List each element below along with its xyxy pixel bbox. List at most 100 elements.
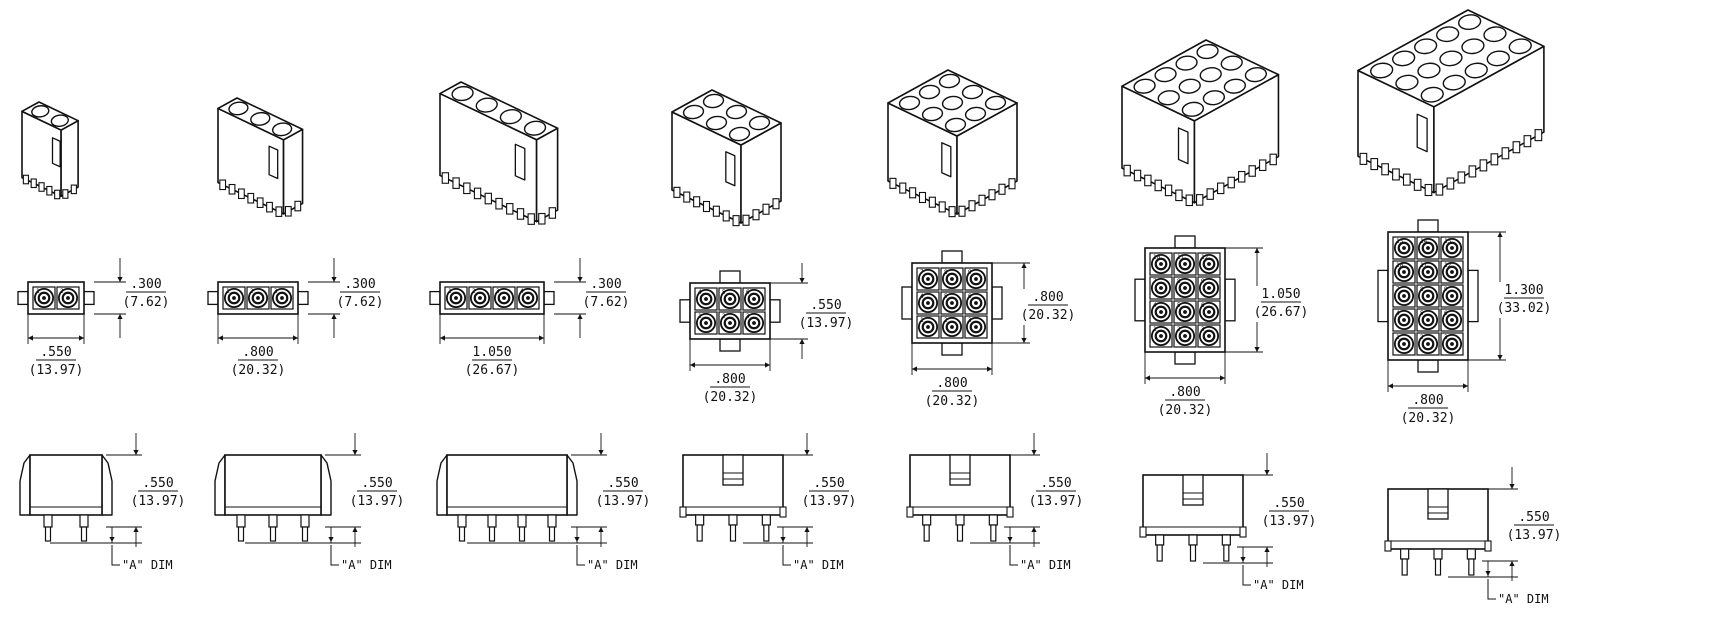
pin-number: 14 [1420,238,1428,245]
standoff-peg [712,205,720,217]
terminal-center [1402,246,1406,250]
dimension-value-inch: .550 [1040,476,1071,491]
dimension-value-mm: (7.62) [123,295,170,310]
pin-number: 3 [274,288,278,295]
side-ear [207,290,219,306]
dimension-arrowhead [1388,383,1393,389]
pin-shoulder [1433,548,1443,560]
standoff-peg [1392,168,1400,181]
pin-number: 11 [1177,254,1185,261]
terminal-center [926,325,930,329]
side-ear [1467,269,1479,323]
pin-number: 5 [1177,302,1181,309]
pin-number: 4 [698,289,702,296]
dimension-arrowhead [133,527,139,532]
standoff-peg [1523,135,1532,148]
latch-side-left [436,454,448,516]
dimension-value-mm: (13.97) [799,316,854,331]
terminal-center [1183,334,1187,338]
cavity [1199,67,1222,83]
standoff-peg [1139,526,1147,538]
standoff-peg [463,182,471,195]
standoff-peg [722,210,730,222]
dimension-arrowhead [1031,527,1037,532]
solder-tail [269,526,277,542]
standoff-peg [38,182,45,192]
cavity [725,104,748,120]
pin-number: 3 [1444,334,1448,341]
side-ear [1377,269,1389,323]
cavity [705,115,728,131]
standoff-peg [1370,158,1379,171]
pin-shoulder [43,514,53,528]
solder-tail [1401,558,1408,576]
side-view-c6: .550(13.97)"A" DIM [679,433,856,572]
a-dim-leader [1487,579,1496,600]
pin-shoulder [457,514,467,528]
terminal-center [974,325,978,329]
standoff-peg [1479,159,1488,172]
dimension-arrowhead [1497,232,1503,237]
dimension-value-inch: .550 [607,476,638,491]
standoff-peg [1457,171,1466,184]
a-dim-label: "A" DIM [1020,558,1071,572]
standoff-peg [256,197,264,209]
cavity [1486,50,1510,67]
terminal-center [704,297,708,301]
standoff-peg [683,191,691,203]
pin-number: 2 [722,313,726,320]
latch-ramp [941,142,952,178]
side-ear [769,299,781,323]
a-dim-leader [111,545,120,566]
standoff-peg [1468,165,1477,178]
standoff-peg [219,179,227,191]
pin-number: 1 [1153,326,1157,333]
terminal-center [1450,246,1454,250]
standoff-peg [978,194,986,206]
standoff-peg [1435,183,1444,196]
pin-number: 2 [1177,326,1181,333]
standoff-peg [1185,194,1193,207]
standoff-peg [1164,184,1173,197]
dimension-arrowhead [598,527,604,532]
cavity [523,120,547,136]
solder-tail [80,526,88,542]
pin-number: 1 [920,317,924,324]
standoff-peg [441,172,450,184]
solder-tail [729,524,737,542]
standoff-peg [1484,540,1492,552]
dimension-arrowhead [218,335,223,341]
polarizing-key [1174,235,1196,249]
standoff-peg [702,200,711,213]
terminal-center [232,296,236,300]
solder-tail [458,526,466,542]
dimension-value-inch: .550 [40,345,71,360]
pin-number: 10 [1396,262,1404,269]
dimension-arrowhead [109,537,115,542]
side-ear [83,290,95,306]
polarizing-key [1417,359,1439,373]
a-dim-leader [782,545,791,566]
cavity [1196,43,1219,60]
terminal-center [1207,262,1211,266]
dimension-value-mm: (13.97) [596,494,651,509]
dimension-arrowhead [117,314,123,319]
dimension-arrowhead [28,335,33,341]
dimension-arrowhead [1031,450,1037,455]
a-dim-leader [330,545,339,566]
solder-tail [956,524,964,542]
dimension-arrowhead [328,537,334,542]
standoff-peg [906,506,914,518]
pin-shoulder [517,514,527,528]
side-ear [991,286,1003,320]
a-dim-label: "A" DIM [1253,578,1304,592]
cavity [1439,50,1463,67]
solder-tail [44,526,52,542]
pin-shoulder [1155,534,1165,546]
pin-number: 1 [698,313,702,320]
cavity [1154,67,1177,83]
a-dim-label: "A" DIM [1498,592,1549,606]
standoff-peg [1175,189,1183,202]
